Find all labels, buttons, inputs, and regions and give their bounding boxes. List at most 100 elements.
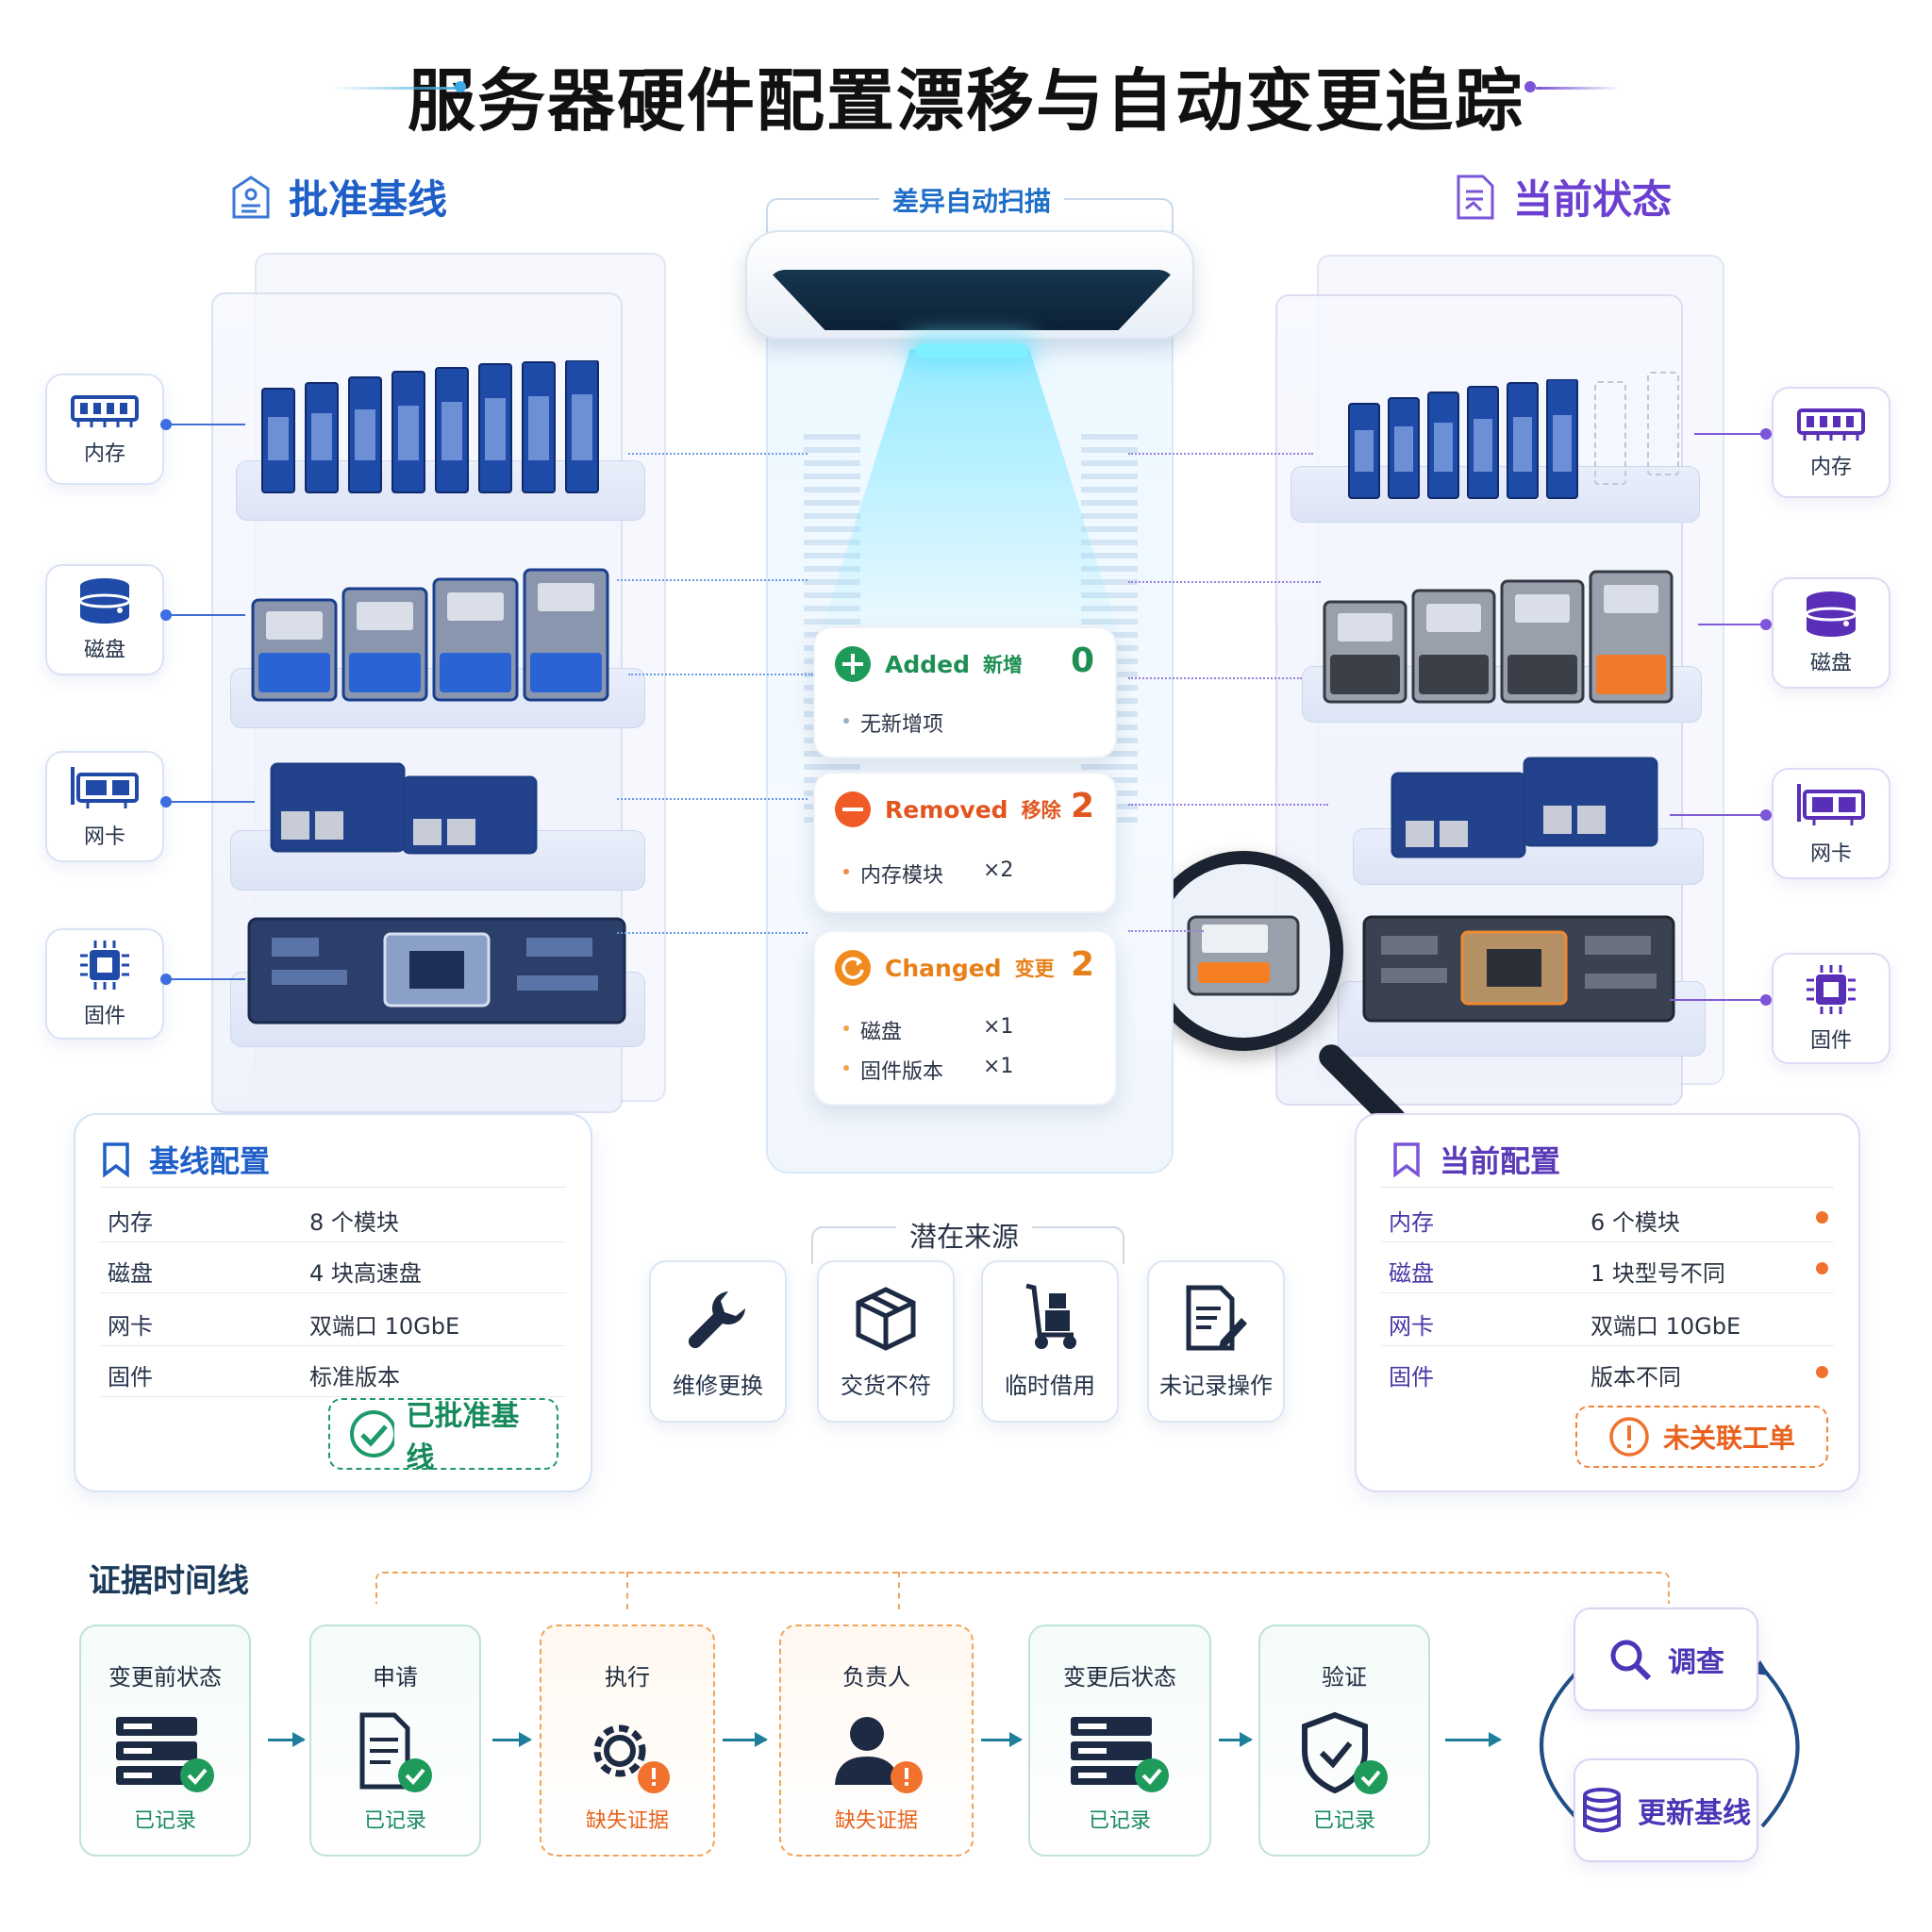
document-edit-icon xyxy=(1186,1285,1247,1351)
config-value: 6 个模块 xyxy=(1591,1209,1680,1236)
diff-removed-item: 内存模块 ×2 xyxy=(843,858,1013,889)
connector-dot xyxy=(160,974,172,985)
config-key: 网卡 xyxy=(1389,1313,1434,1340)
approved-baseline-text: 已批准基线 xyxy=(406,1400,520,1474)
missing-evidence-bracket xyxy=(375,1572,1670,1604)
connector-dot xyxy=(1760,428,1772,440)
check-circle-icon xyxy=(350,1410,395,1457)
bracket-drop xyxy=(626,1572,628,1609)
title-decor-right xyxy=(1536,87,1621,90)
title-decor-dot-left xyxy=(455,81,466,92)
baseline-disk-drives xyxy=(251,568,609,702)
config-value: 双端口 10GbE xyxy=(1591,1313,1741,1340)
timeline-arrow xyxy=(981,1732,1023,1747)
timeline-title: 证据时间线 xyxy=(89,1562,249,1600)
disk-icon xyxy=(1805,591,1857,637)
baseline-firmware-board xyxy=(247,917,626,1024)
baseline-category-memory-label: 内存 xyxy=(83,442,125,466)
timeline-step-status: 已记录 xyxy=(363,1809,426,1833)
current-config-row: 固件 版本不同 xyxy=(1381,1345,1834,1396)
config-key: 磁盘 xyxy=(108,1260,153,1287)
shield-check-icon xyxy=(1302,1711,1388,1794)
bullet xyxy=(843,1065,849,1071)
timeline-arrow xyxy=(492,1732,532,1747)
server-check-icon xyxy=(1071,1717,1169,1792)
diff-changed-label: Changed xyxy=(885,954,1002,982)
diff-removed-label: Removed xyxy=(885,795,1008,824)
scan-link xyxy=(617,798,808,800)
baseline-category-nic: 网卡 xyxy=(45,751,164,862)
diff-card-added: Added 新增 0 无新增项 xyxy=(813,626,1117,758)
divider xyxy=(100,1187,566,1188)
baseline-config-row: 网卡双端口 10GbE xyxy=(100,1294,566,1346)
diff-removed-count: 2 xyxy=(1070,787,1094,825)
scan-link xyxy=(1128,453,1313,455)
timeline-step-owner: 负责人 缺失证据 xyxy=(779,1624,974,1857)
network-card-icon xyxy=(71,767,139,808)
connector-line xyxy=(1670,999,1762,1001)
current-category-disk: 磁盘 xyxy=(1772,577,1890,689)
diff-card-removed: Removed 移除 2 内存模块 ×2 xyxy=(813,772,1117,913)
config-value: 标准版本 xyxy=(309,1364,400,1391)
plus-circle-icon xyxy=(835,646,871,682)
baseline-category-firmware-label: 固件 xyxy=(83,1005,125,1028)
current-category-disk-label: 磁盘 xyxy=(1809,652,1852,675)
network-card-icon xyxy=(1797,784,1865,825)
investigate-button[interactable]: 调查 xyxy=(1574,1607,1758,1711)
memory-icon xyxy=(71,395,139,427)
chip-icon xyxy=(80,941,129,990)
timeline-step-request: 申请 已记录 xyxy=(309,1624,481,1857)
bookmark-icon xyxy=(1393,1142,1420,1177)
empty-memory-slot xyxy=(1594,381,1626,485)
current-disk-drives xyxy=(1323,570,1674,704)
current-category-firmware: 固件 xyxy=(1772,953,1890,1064)
source-label: 交货不符 xyxy=(841,1373,931,1399)
wrench-icon xyxy=(688,1291,745,1349)
warning-circle-icon xyxy=(1609,1417,1649,1457)
diff-removed-item-text: 内存模块 xyxy=(860,864,944,888)
connector-dot xyxy=(1760,809,1772,821)
scanner-label: 差异自动扫描 xyxy=(879,181,1065,219)
scan-link xyxy=(617,932,808,934)
update-baseline-button[interactable]: 更新基线 xyxy=(1574,1758,1758,1862)
scanner-head xyxy=(745,230,1194,358)
current-config-row: 网卡 双端口 10GbE xyxy=(1381,1294,1834,1346)
source-temporary-loan: 临时借用 xyxy=(981,1260,1119,1423)
hand-truck-icon xyxy=(1025,1283,1076,1349)
timeline-arrow xyxy=(1219,1732,1253,1747)
timeline-step-label: 负责人 xyxy=(842,1664,910,1690)
current-category-firmware-label: 固件 xyxy=(1809,1029,1852,1053)
approved-baseline-stamp: 已批准基线 xyxy=(328,1398,558,1474)
connector-line xyxy=(1694,433,1762,435)
connector-dot xyxy=(160,609,172,621)
server-check-icon xyxy=(116,1717,214,1792)
diff-removed-label-cn: 移除 xyxy=(1021,799,1061,822)
bullet xyxy=(843,1025,849,1031)
current-category-memory: 内存 xyxy=(1772,387,1890,498)
baseline-config-row: 固件标准版本 xyxy=(100,1345,566,1397)
document-check-icon xyxy=(359,1712,432,1792)
connector-line xyxy=(172,424,245,425)
diff-added-item-text: 无新增项 xyxy=(860,713,944,737)
connector-line xyxy=(172,801,255,803)
scan-link xyxy=(1128,930,1204,932)
timeline-step-execute: 执行 缺失证据 xyxy=(540,1624,715,1857)
diff-added-count: 0 xyxy=(1070,641,1094,680)
config-key: 固件 xyxy=(1389,1364,1434,1391)
diff-changed-item-text: 磁盘 xyxy=(860,1021,903,1044)
bullet xyxy=(843,869,849,874)
investigate-label: 调查 xyxy=(1668,1646,1724,1679)
current-doc-icon xyxy=(1457,175,1494,219)
config-value: 版本不同 xyxy=(1591,1364,1681,1391)
source-label: 未记录操作 xyxy=(1159,1373,1273,1399)
timeline-step-status: 已记录 xyxy=(1088,1809,1151,1833)
baseline-category-firmware: 固件 xyxy=(45,928,164,1040)
diff-changed-item-qty: ×1 xyxy=(983,1015,1014,1039)
diff-added-item: 无新增项 xyxy=(843,708,943,738)
unlinked-ticket-warning: 未关联工单 xyxy=(1575,1406,1828,1468)
